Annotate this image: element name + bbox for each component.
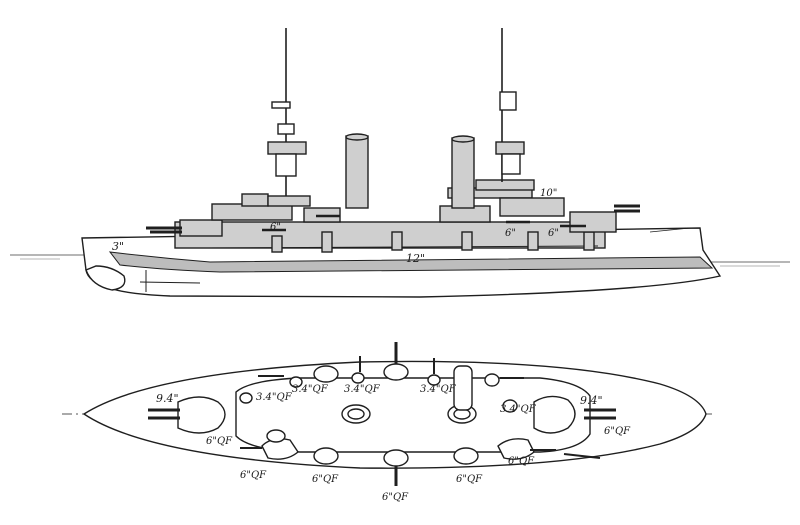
label-plan-6qf-aft-upper: 6"QF [604, 426, 631, 437]
forward-funnel [345, 135, 369, 209]
label-plan-6qf-centre-lower: 6"QF [382, 492, 409, 503]
armor-belt [108, 251, 714, 273]
label-casemate-mid: 6" [505, 228, 516, 239]
label-plan-6qf-fwd-upper: 6"QF [206, 436, 233, 447]
label-plan-qf-mid: 3.4"QF [344, 384, 381, 395]
label-belt: 12" [406, 252, 425, 265]
label-forward-barbette: 3" [112, 240, 124, 253]
plan-labels: 9.4" 9.4" 3.4"QF 3.4"QF 3.4"QF 3.4"QF 3.… [156, 384, 631, 503]
label-plan-6qf-aft-lower: 6"QF [456, 474, 483, 485]
plan-funnels [341, 365, 477, 424]
aft-turret [569, 204, 640, 233]
superstructure-band [174, 221, 606, 249]
label-plan-qf-fwd2: 3.4"QF [292, 384, 329, 395]
profile-view: 3" 6" 6" 6" 12" 10" [10, 28, 790, 298]
forward-mast [267, 28, 307, 196]
waterline [10, 254, 790, 267]
plan-aft-turret [533, 395, 616, 434]
label-casemate-aft: 6" [548, 228, 559, 239]
aft-mast [495, 28, 525, 182]
label-conning-tower-aft: 10" [540, 188, 557, 199]
label-plan-6qf-aft-mid: 6"QF [508, 456, 535, 467]
label-plan-qf-aft2: 3.4"QF [500, 404, 537, 415]
label-plan-aft-turret: 9.4" [580, 394, 603, 407]
profile-casemate-guns [262, 214, 586, 232]
label-plan-qf-fwd: 3.4"QF [256, 392, 293, 403]
plan-lower-casemates [240, 429, 601, 486]
plan-upper-casemates [239, 342, 524, 413]
funnels [345, 133, 475, 209]
plan-forward-turret [148, 396, 226, 434]
label-plan-6qf-mid-lower: 6"QF [312, 474, 339, 485]
casemate-posts [271, 231, 595, 253]
aft-bridge [439, 179, 565, 223]
forward-turret [146, 219, 223, 237]
forward-bridge [211, 193, 341, 223]
bow-ram [85, 265, 126, 291]
plan-view: 9.4" 9.4" 3.4"QF 3.4"QF 3.4"QF 3.4"QF 3.… [62, 342, 712, 503]
label-plan-6qf-fwd-lower: 6"QF [240, 470, 267, 481]
aft-funnel [451, 137, 475, 209]
label-plan-qf-aft: 3.4"QF [420, 384, 457, 395]
label-plan-fwd-turret: 9.4" [156, 392, 179, 405]
label-casemate-fwd: 6" [270, 222, 281, 233]
